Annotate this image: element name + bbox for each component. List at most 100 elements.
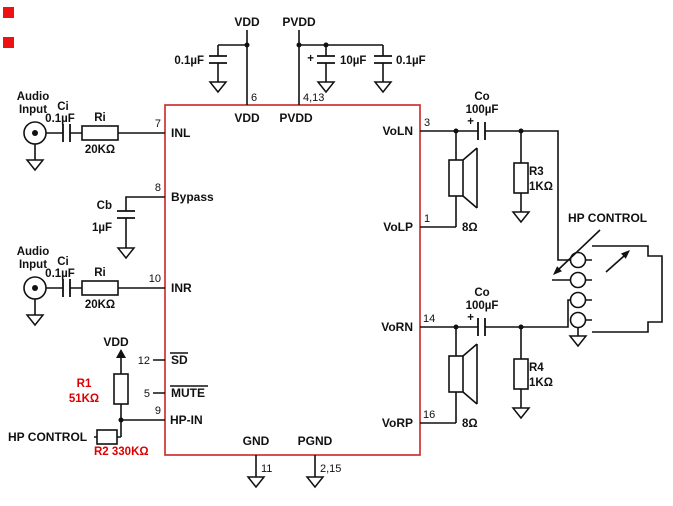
vdd-supply-label: VDD [234, 15, 260, 29]
r1-resistor [113, 373, 129, 405]
inr-audio-label-line2: Input [19, 259, 47, 271]
junction-dot [244, 42, 250, 48]
control-wires [94, 357, 165, 438]
hpin-pin-number: 9 [155, 405, 161, 417]
pvdd-pin-number: 4,13 [303, 92, 324, 104]
ground-symbol [317, 81, 335, 93]
pvdd-decap-value: 0.1µF [396, 55, 426, 67]
ground-symbol [247, 476, 265, 488]
ground-symbol [512, 211, 530, 223]
pvdd-decoupling-capacitor [373, 55, 393, 64]
jack-contact-ring [569, 291, 587, 309]
inr-res-value: 20KΩ [85, 299, 115, 311]
mute-pin-number: 5 [144, 388, 150, 400]
inl-series-resistor [81, 125, 119, 141]
input-left-section: Audio Input Ci 0.1µF Ri 20KΩ 7 INL [17, 91, 190, 171]
ground-symbol [117, 247, 135, 259]
bulk-cap-plus-sign: + [307, 53, 314, 65]
sd-pin-name: SD [171, 353, 188, 367]
volp-pin-name: VoLP [383, 220, 413, 234]
rca-connector-symbol [23, 276, 47, 300]
voln-pin-name: VoLN [383, 124, 413, 138]
output-right-section: VoRN 14 Co 100µF + R4 1KΩ 8Ω VoRP 16 [381, 287, 570, 430]
headphone-jack-section: HP CONTROL [552, 211, 663, 347]
bypass-cap-name: Cb [97, 200, 112, 212]
plug-insert-arrow [605, 255, 625, 273]
output-left-wires [420, 130, 570, 261]
vdd-arrow-icon [116, 349, 126, 358]
ground-symbol [26, 159, 44, 171]
ground-wires [255, 455, 316, 477]
inl-audio-label-line1: Audio [17, 91, 50, 103]
vorp-pin-number: 16 [423, 409, 435, 421]
right-speaker-impedance: 8Ω [462, 418, 478, 430]
r3-value: 1KΩ [529, 181, 553, 193]
inl-cap-value: 0.1µF [45, 113, 75, 125]
r1-name: R1 [77, 378, 92, 390]
pvdd-pin-name: PVDD [279, 111, 313, 125]
left-speaker-impedance: 8Ω [462, 222, 478, 234]
junction-dot [118, 417, 124, 423]
power-wires [217, 30, 384, 105]
sd-pin-number: 12 [138, 355, 150, 367]
ground-symbol [374, 81, 392, 93]
pgnd-pin-name: PGND [298, 434, 333, 448]
inl-wires [34, 132, 165, 160]
r4-name: R4 [529, 362, 544, 374]
co-left-name: Co [474, 91, 489, 103]
inr-audio-label-line1: Audio [17, 246, 50, 258]
vdd-decap-value: 0.1µF [174, 55, 204, 67]
ground-symbol [306, 476, 324, 488]
output-left-section: VoLN 3 Co 100µF + R3 1KΩ 8Ω VoLP 1 [383, 91, 570, 261]
vdd-pullup-label: VDD [103, 335, 129, 349]
junction-dot [518, 324, 524, 330]
right-output-capacitor [477, 317, 486, 337]
ground-symbol [209, 81, 227, 93]
junction-dot [518, 128, 524, 134]
bypass-wires [125, 196, 165, 248]
power-section: VDD PVDD 0.1µF + 10µF 0.1µF 6 4,13 VDD P… [174, 15, 425, 125]
r2-label: R2 330KΩ [94, 446, 149, 458]
gnd-pin-name: GND [243, 434, 270, 448]
r4-resistor [513, 358, 529, 390]
jack-contact-sleeve [569, 311, 587, 329]
bypass-pin-name: Bypass [171, 190, 214, 204]
hp-control-pointer-line [558, 229, 601, 270]
bypass-capacitor [116, 210, 136, 219]
co-right-plus-sign: + [467, 312, 474, 324]
hp-control-pointer-arrowhead [553, 266, 562, 275]
pvdd-bulk-capacitor [316, 55, 336, 64]
amplifier-ic-outline [164, 104, 421, 456]
junction-dot [296, 42, 302, 48]
inl-pin-name: INL [171, 126, 190, 140]
co-left-plus-sign: + [467, 116, 474, 128]
inr-pin-name: INR [171, 281, 192, 295]
inl-cap-name: Ci [57, 101, 69, 113]
inr-series-resistor [81, 280, 119, 296]
bypass-section: 8 Bypass Cb 1µF [92, 182, 214, 259]
co-right-name: Co [474, 287, 489, 299]
vorn-pin-name: VoRN [381, 320, 413, 334]
input-right-section: Audio Input Ci 0.1µF Ri 20KΩ 10 INR [17, 246, 192, 326]
inr-cap-value: 0.1µF [45, 268, 75, 280]
inr-res-name: Ri [94, 267, 106, 279]
r3-name: R3 [529, 166, 544, 178]
junction-dot [453, 128, 459, 134]
inl-pin-number: 7 [155, 118, 161, 130]
r3-resistor [513, 162, 529, 194]
pvdd-supply-label: PVDD [282, 15, 316, 29]
jack-contact-tip [569, 251, 587, 269]
vorp-pin-name: VoRP [382, 416, 413, 430]
hp-control-right-label: HP CONTROL [568, 211, 647, 225]
output-right-wires [420, 299, 570, 424]
page-markers [3, 7, 14, 48]
inr-cap-name: Ci [57, 256, 69, 268]
pgnd-pin-number: 2,15 [320, 463, 341, 475]
inr-coupling-capacitor [62, 278, 71, 298]
inl-coupling-capacitor [62, 123, 71, 143]
red-marker-bottom [3, 37, 14, 48]
inr-pin-number: 10 [149, 273, 161, 285]
rca-connector-symbol [23, 121, 47, 145]
